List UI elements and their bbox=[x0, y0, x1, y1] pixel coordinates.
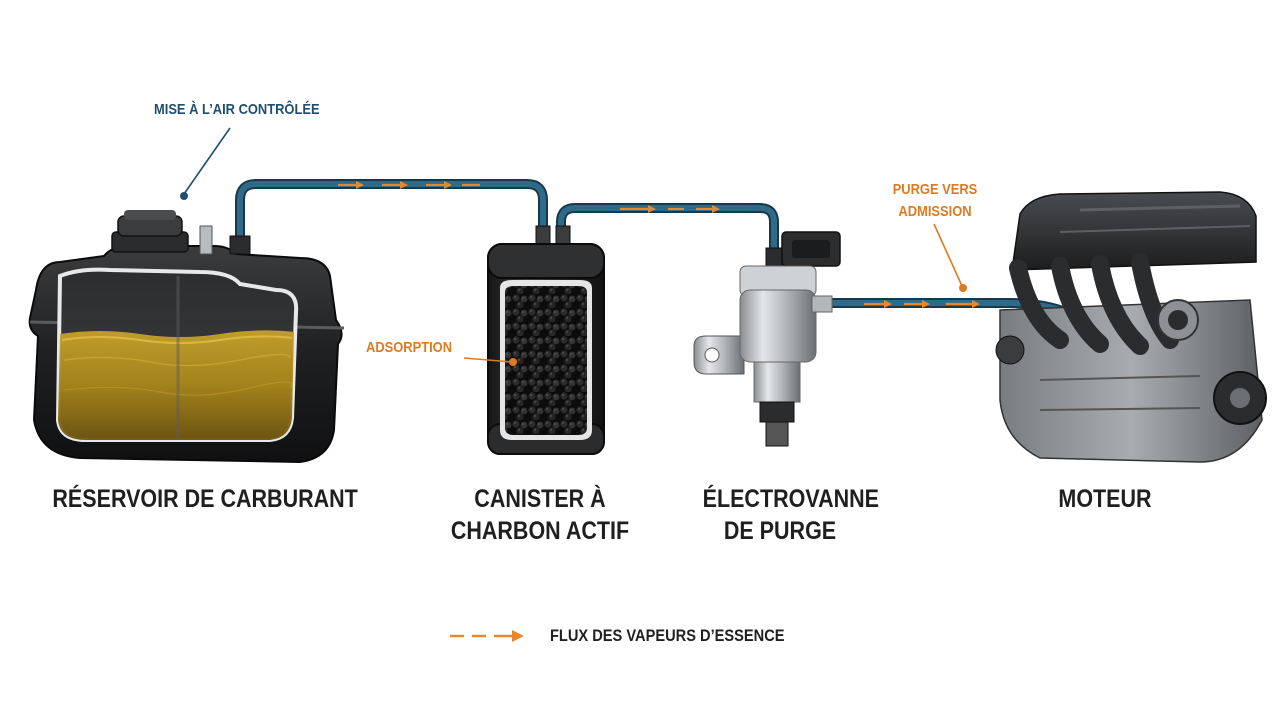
legend-arrow bbox=[450, 630, 524, 642]
engine-label: MOTEUR bbox=[1058, 485, 1152, 513]
flow-arrow bbox=[338, 181, 364, 189]
flow-arrow bbox=[946, 300, 980, 308]
purge-valve-illustration bbox=[693, 231, 841, 447]
vent-annotation: MISE À L’AIR CONTRÔLÉE bbox=[154, 101, 320, 118]
flow-arrow bbox=[426, 181, 452, 189]
purge-annotation-line2: ADMISSION bbox=[898, 203, 972, 220]
purge-annotation-line1: PURGE VERS bbox=[892, 181, 978, 198]
canister-illustration bbox=[487, 225, 605, 455]
vent-leader-dot bbox=[180, 192, 188, 200]
flow-arrow bbox=[620, 205, 656, 213]
legend-label: FLUX DES VAPEURS D’ESSENCE bbox=[550, 626, 785, 645]
fuel-tank-illustration bbox=[28, 210, 345, 464]
flow-arrow bbox=[904, 300, 930, 308]
valve-label-line1: ÉLECTROVANNE bbox=[702, 485, 879, 513]
vent-leader bbox=[183, 127, 231, 195]
flow-arrow bbox=[382, 181, 408, 189]
flow-arrow bbox=[696, 205, 720, 213]
pipe-tank-to-canister bbox=[235, 179, 548, 253]
adsorption-annotation: ADSORPTION bbox=[366, 339, 453, 356]
flow-arrow bbox=[864, 300, 892, 308]
canister-label-line1: CANISTER À bbox=[474, 485, 606, 513]
flow-arrows bbox=[338, 181, 980, 308]
adsorption-leader bbox=[463, 357, 513, 363]
purge-leader-dot bbox=[959, 284, 967, 292]
valve-label-line2: DE PURGE bbox=[723, 517, 837, 545]
tank-label: RÉSERVOIR DE CARBURANT bbox=[52, 485, 358, 513]
adsorption-leader-dot bbox=[509, 358, 517, 366]
pipe-network bbox=[235, 179, 1145, 331]
engine-illustration bbox=[995, 191, 1267, 463]
canister-label-line2: CHARBON ACTIF bbox=[450, 517, 630, 545]
annotation-leaders bbox=[180, 127, 967, 366]
purge-leader bbox=[933, 223, 963, 287]
